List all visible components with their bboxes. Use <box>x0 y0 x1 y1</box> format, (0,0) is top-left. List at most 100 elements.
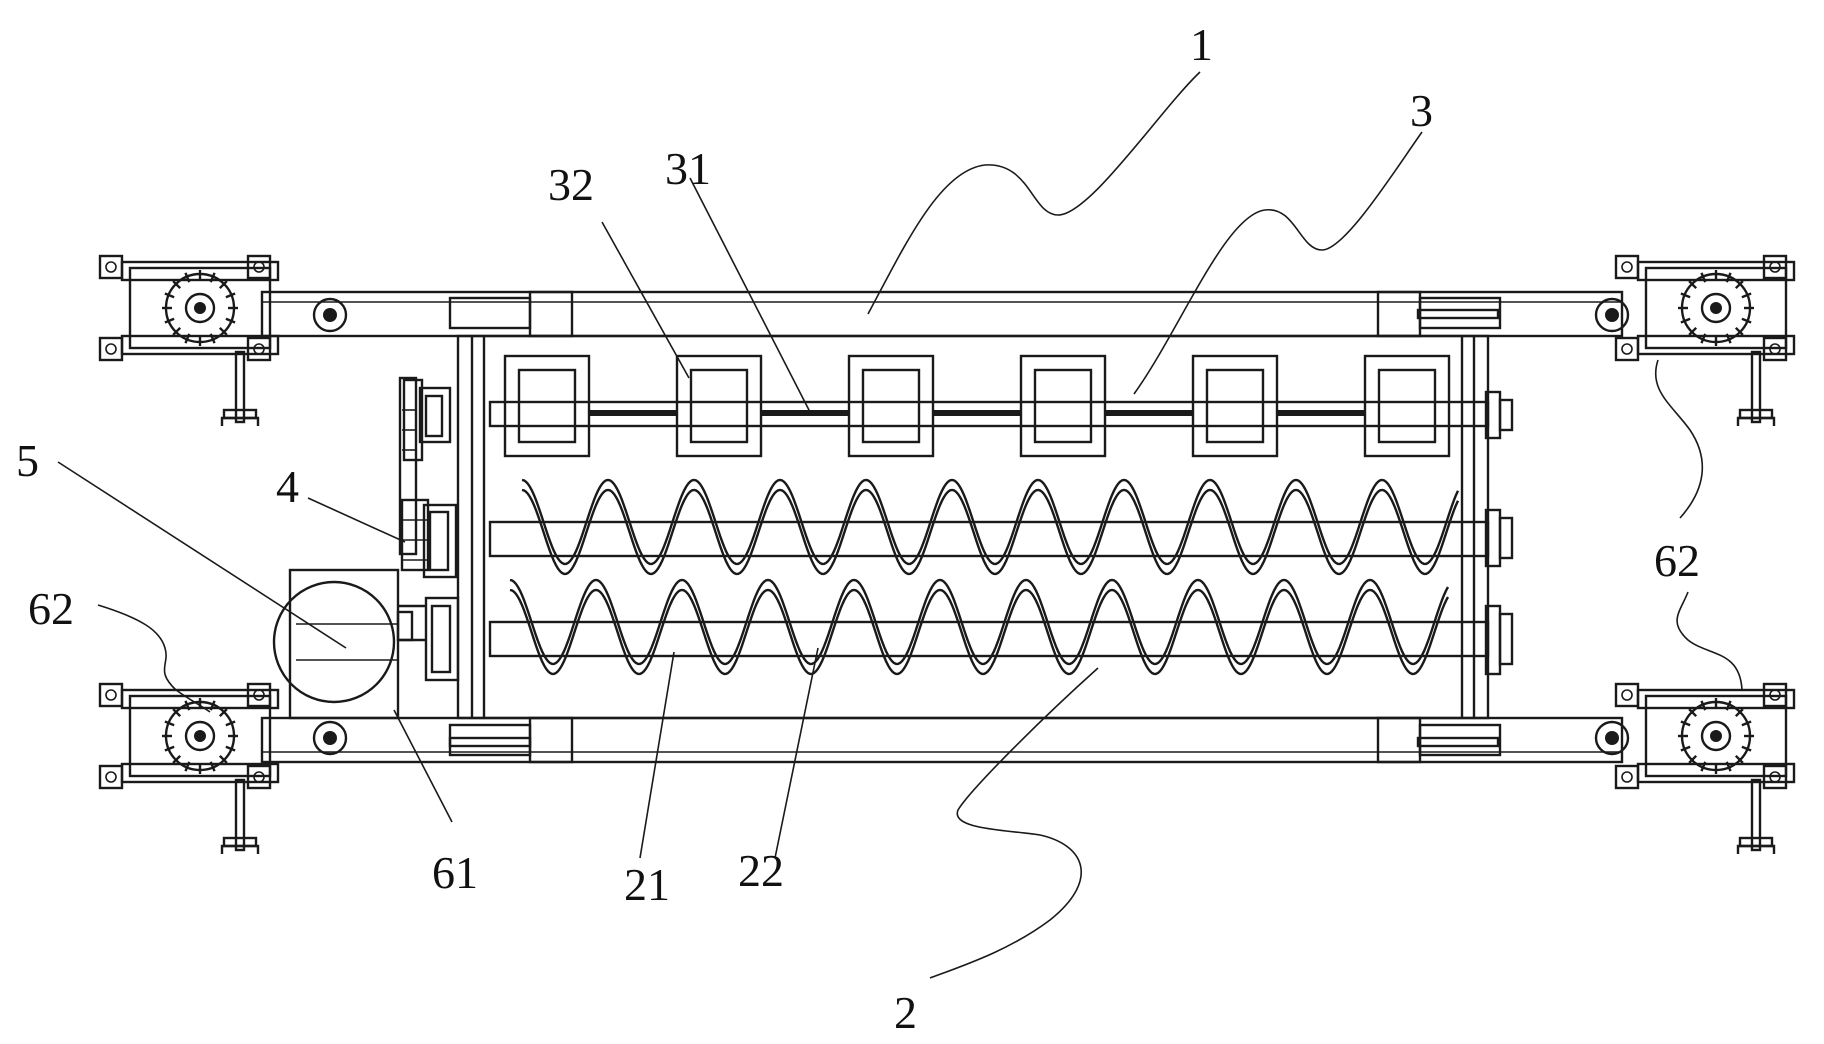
wheel-leg <box>1750 778 1762 852</box>
wheel-tooth <box>218 708 228 718</box>
wheel-leg <box>1750 350 1762 424</box>
bolt <box>105 343 117 355</box>
bolt-box <box>1614 764 1640 790</box>
wheel-tooth <box>1741 720 1752 727</box>
wheel-tooth <box>209 272 216 283</box>
wheel-hub <box>184 292 216 324</box>
wheel-tooth <box>184 761 191 772</box>
wheel-tooth <box>1725 272 1732 283</box>
blades-31 <box>590 410 1364 416</box>
wheel-leg <box>234 350 246 424</box>
label-4: 4 <box>276 461 299 512</box>
frame-outer <box>675 354 763 458</box>
bolt-box <box>98 764 124 790</box>
bolt-box <box>1762 764 1788 790</box>
bolt-box <box>1614 682 1640 708</box>
blade-segment <box>934 410 1020 416</box>
frame-inner <box>517 368 577 444</box>
wheel-tooth <box>1700 272 1707 283</box>
wheel-axle <box>194 730 206 742</box>
wheel-tooth <box>225 292 236 299</box>
wheel-bracket <box>1644 266 1788 350</box>
bolt <box>1769 261 1781 273</box>
bolt <box>1621 261 1633 273</box>
wheel-hub <box>184 720 216 752</box>
wheel-tooth <box>1725 700 1732 711</box>
screw-helices <box>509 478 1460 676</box>
right-bearings <box>1484 390 1514 676</box>
helix-lower <box>509 588 1450 676</box>
bolt-box <box>98 336 124 362</box>
label-21: 21 <box>624 859 670 910</box>
bolt <box>253 261 265 273</box>
bolt <box>1621 689 1633 701</box>
frame-outer <box>1191 354 1279 458</box>
bolt-box <box>1762 336 1788 362</box>
bolt <box>1769 689 1781 701</box>
wheel-tooth <box>184 700 191 711</box>
motor-5 <box>272 568 426 720</box>
label-22: 22 <box>738 845 784 896</box>
bolt <box>1769 771 1781 783</box>
frame-inner <box>689 368 749 444</box>
wheel-foot-plate <box>222 836 258 848</box>
bolt <box>1769 343 1781 355</box>
wheel-tooth <box>184 333 191 344</box>
wheel-tooth <box>1680 292 1691 299</box>
bolt-box <box>246 764 272 790</box>
wheel-tooth <box>1680 317 1691 324</box>
bolt <box>253 343 265 355</box>
reference-labels: 1 3 32 31 5 4 62 62 61 21 22 2 <box>16 19 1700 1038</box>
blade-segment <box>1278 410 1364 416</box>
bolt <box>105 771 117 783</box>
bolt <box>253 771 265 783</box>
gear-train-4 <box>398 376 460 682</box>
label-1: 1 <box>1190 19 1213 70</box>
helix-lower <box>509 578 1450 666</box>
upper-shaft <box>488 400 1490 428</box>
wheel-hub <box>1700 292 1732 324</box>
bolt-box <box>246 336 272 362</box>
wheel-tooth <box>225 317 236 324</box>
bolt-box <box>1614 336 1640 362</box>
wheel-tooth <box>1734 754 1744 764</box>
wheel-tooth <box>1741 317 1752 324</box>
bolt-box <box>1614 254 1640 280</box>
rail-rollers <box>312 297 1630 756</box>
blade-segment <box>1106 410 1192 416</box>
frame-inner <box>1377 368 1437 444</box>
bolt-box <box>246 254 272 280</box>
wheel-tooth <box>209 333 216 344</box>
wheel-tooth <box>172 326 182 336</box>
wheel-tooth <box>1700 761 1707 772</box>
bolt <box>105 689 117 701</box>
bolt <box>253 689 265 701</box>
bolt-box <box>1762 254 1788 280</box>
wheel-leg <box>234 778 246 852</box>
bolt-box <box>98 682 124 708</box>
wheel-tooth <box>172 754 182 764</box>
housing <box>456 334 1490 720</box>
wheel-tooth <box>209 761 216 772</box>
wheel-tooth <box>1741 745 1752 752</box>
wheel-unit <box>98 254 280 426</box>
screw-shaft-21 <box>488 520 1490 558</box>
wheel-axle <box>194 302 206 314</box>
bolt-box <box>98 254 124 280</box>
label-31: 31 <box>665 143 711 194</box>
label-62-left: 62 <box>28 583 74 634</box>
helix-upper <box>521 478 1460 566</box>
wheel-tooth <box>1700 333 1707 344</box>
bolt <box>105 261 117 273</box>
wheel-unit <box>1614 254 1796 426</box>
wheel-tooth <box>164 720 175 727</box>
bolt-box <box>1762 682 1788 708</box>
label-61: 61 <box>432 847 478 898</box>
wheel-tooth <box>1680 720 1691 727</box>
wheel-tooth <box>1688 754 1698 764</box>
wheel-tooth <box>1688 708 1698 718</box>
wheel-bracket <box>128 694 272 778</box>
bolt <box>1621 343 1633 355</box>
bolt <box>1621 771 1633 783</box>
